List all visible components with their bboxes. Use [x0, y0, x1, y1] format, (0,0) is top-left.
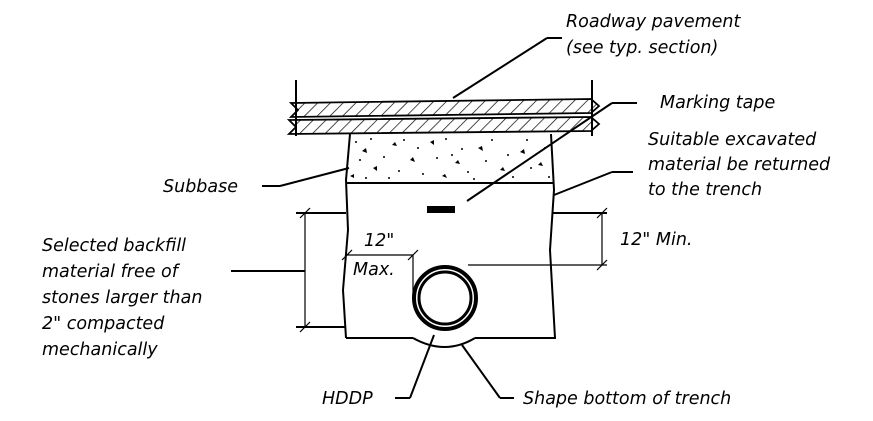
dimension-lines [299, 207, 608, 333]
dimension-12-min-label: 12" Min. [620, 230, 693, 250]
roadway-label-line1: Roadway pavement [566, 12, 742, 32]
marking-tape-label: Marking tape [660, 93, 775, 113]
hddp-pipe [412, 265, 478, 331]
leader-lines [231, 37, 637, 399]
roadway-pavement [286, 80, 601, 136]
backfill-label-line4: 2" compacted [42, 314, 165, 334]
marking-tape [427, 206, 455, 213]
excavated-label-line2: material be returned [648, 155, 831, 175]
backfill-label-line1: Selected backfill [42, 236, 186, 256]
backfill-label-line3: stones larger than [42, 288, 202, 308]
trench-walls [296, 133, 607, 348]
dimension-12-label: 12" [364, 231, 394, 251]
roadway-label-line2: (see typ. section) [566, 38, 718, 58]
backfill-label-line5: mechanically [42, 340, 158, 360]
backfill-label-line2: material free of [42, 262, 181, 282]
excavated-label-line1: Suitable excavated [648, 130, 817, 150]
shape-bottom-label: Shape bottom of trench [523, 389, 731, 409]
dimension-max-label: Max. [353, 260, 395, 280]
hddp-label: HDDP [322, 389, 373, 409]
excavated-label-line3: to the trench [648, 180, 762, 200]
subbase-label: Subbase [163, 177, 238, 197]
subbase-layer [347, 138, 553, 184]
